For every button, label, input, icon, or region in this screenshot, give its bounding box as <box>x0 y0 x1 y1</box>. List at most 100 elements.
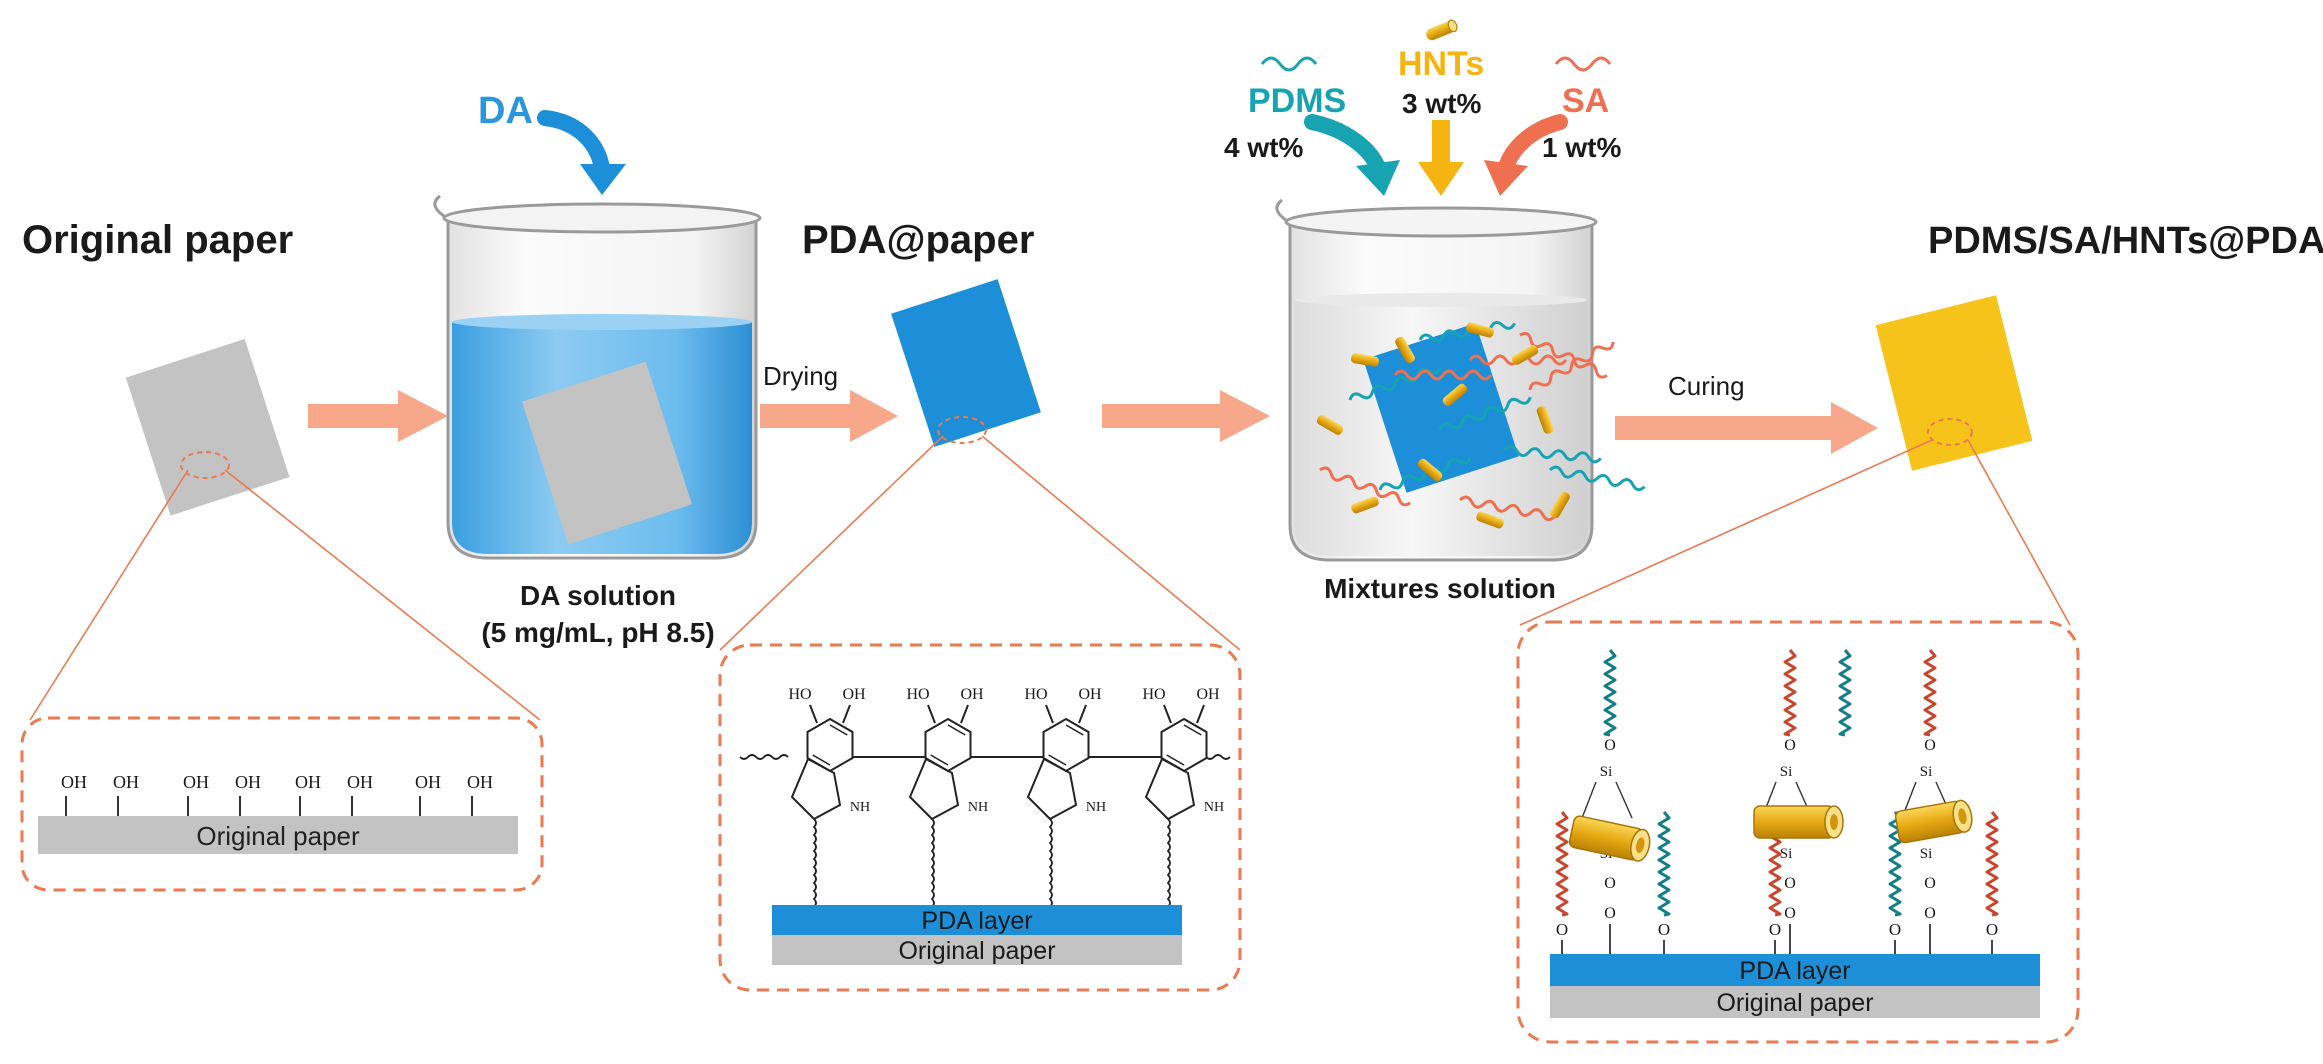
dispersed-chain <box>1438 396 1532 431</box>
double-bond <box>812 754 831 766</box>
hydroxyl-label: OH <box>113 772 139 792</box>
dispersed-hnt <box>1476 511 1504 529</box>
original-paper-base-3 <box>1550 986 2040 1018</box>
pdms-chain-icon <box>1260 56 1318 72</box>
dispersed-hnt <box>1417 458 1443 482</box>
hydroxyl-label: OH <box>295 772 321 792</box>
mixtures-solution-label: Mixtures solution <box>1324 573 1556 604</box>
original-paper-base-1-label: Original paper <box>196 821 360 851</box>
double-bond <box>930 754 949 766</box>
dispersed-chain <box>1548 465 1646 492</box>
polymer-chain <box>1985 811 1999 917</box>
nh-label: NH <box>968 800 988 815</box>
hnts-addition-arrow <box>1418 120 1464 196</box>
halloysite-nanotube <box>1568 815 1651 862</box>
polymer-chain <box>1555 811 1569 917</box>
tube-body <box>1753 805 1835 839</box>
oxygen-label: O <box>1924 905 1936 922</box>
original-paper-base-3-label: Original paper <box>1716 989 1873 1017</box>
oxygen-label: O <box>1784 875 1796 892</box>
coating-structure: OOOOOOSiSiOOOSiSiOOOSiSiOO <box>1555 649 1999 954</box>
pda-layer-bar-final <box>1550 954 2040 986</box>
da-reagent-label: DA <box>478 90 533 132</box>
halloysite-nanotube <box>1894 799 1973 844</box>
si-bond <box>1581 781 1597 819</box>
pda-layer-label: PDA layer <box>921 907 1032 935</box>
silicon-label: Si <box>1780 846 1793 862</box>
double-bond <box>947 724 966 736</box>
si-bond <box>1615 781 1633 819</box>
dispersed-chain <box>1519 332 1608 379</box>
pyrrole-ring <box>1026 757 1078 821</box>
hydroxyl-label: OH <box>183 772 209 792</box>
dispersed-chain <box>1458 495 1556 522</box>
oh-label: OH <box>842 686 866 703</box>
dispersed-chain <box>1348 366 1442 401</box>
pda-layer-bar <box>772 905 1182 935</box>
pdms-label: PDMS <box>1248 82 1346 120</box>
ho-bond <box>809 704 818 724</box>
hnt-body <box>1476 511 1504 529</box>
oxygen-label: O <box>1784 737 1796 754</box>
double-bond <box>1166 754 1185 766</box>
hnt-body <box>1351 496 1379 514</box>
hnt-body <box>1511 345 1539 365</box>
oh-bond <box>960 704 969 724</box>
pyrrole-ring <box>790 757 842 821</box>
silicon-label: Si <box>1920 846 1933 862</box>
polymer-chain <box>1923 649 1937 737</box>
dispersed-hnt <box>1351 496 1379 514</box>
pyrrole-ring <box>1144 757 1196 821</box>
hnt-body <box>1536 406 1554 434</box>
oh-bond <box>1078 704 1087 724</box>
tube-lumen <box>1830 814 1838 830</box>
tube-lumen <box>1635 837 1645 854</box>
sa-label: SA <box>1562 82 1609 120</box>
tube-lumen <box>1958 808 1967 825</box>
dispersed-hnt <box>1350 353 1380 367</box>
zoom-spot-final <box>1927 418 1973 446</box>
dispersed-hnt <box>1550 491 1570 519</box>
halloysite-nanotube <box>1753 805 1844 839</box>
end-squiggle <box>739 754 789 760</box>
zoom-spot-pda <box>937 416 987 444</box>
oh-label: OH <box>1078 686 1102 703</box>
oh-bond <box>842 704 851 724</box>
ho-bond <box>927 704 936 724</box>
mixture-contents <box>1316 321 1646 529</box>
oxygen-label: O <box>1658 920 1670 939</box>
original-paper-title: Original paper <box>22 218 293 262</box>
final-paper-sheet <box>1875 295 2033 471</box>
chain-link <box>1048 818 1053 908</box>
dispersed-hnt <box>1511 345 1539 365</box>
dispersed-hnt <box>1316 415 1344 435</box>
double-bond <box>1065 724 1084 736</box>
dispersed-chain <box>1319 466 1412 507</box>
silicon-label: Si <box>1920 764 1933 780</box>
hnt-body <box>1350 353 1380 367</box>
chain-link <box>930 818 935 908</box>
pda-layer-label-final: PDA layer <box>1739 957 1850 985</box>
da-solution-beaker <box>433 194 762 560</box>
coating-structure-callout: OOOOOOSiSiOOOSiSiOOOSiSiOO PDA layer Ori… <box>1516 620 2080 1044</box>
ho-bond <box>1045 704 1054 724</box>
silicon-label: Si <box>1780 764 1793 780</box>
zoom-spot-original <box>180 451 230 479</box>
chain-link <box>812 818 817 908</box>
pyrrole-ring <box>908 757 960 821</box>
hydroxyl-label: OH <box>467 772 493 792</box>
hydroxyl-label: OH <box>415 772 441 792</box>
da-solution-conditions: (5 mg/mL, pH 8.5) <box>481 617 714 648</box>
oh-bond <box>1196 704 1205 724</box>
dispersed-chain <box>1393 369 1493 381</box>
oxygen-label: O <box>1769 920 1781 939</box>
ho-bond <box>1163 704 1172 724</box>
double-bond <box>1183 724 1202 736</box>
process-arrow-3 <box>1102 390 1270 442</box>
hnt-tube-icon <box>1426 19 1458 41</box>
